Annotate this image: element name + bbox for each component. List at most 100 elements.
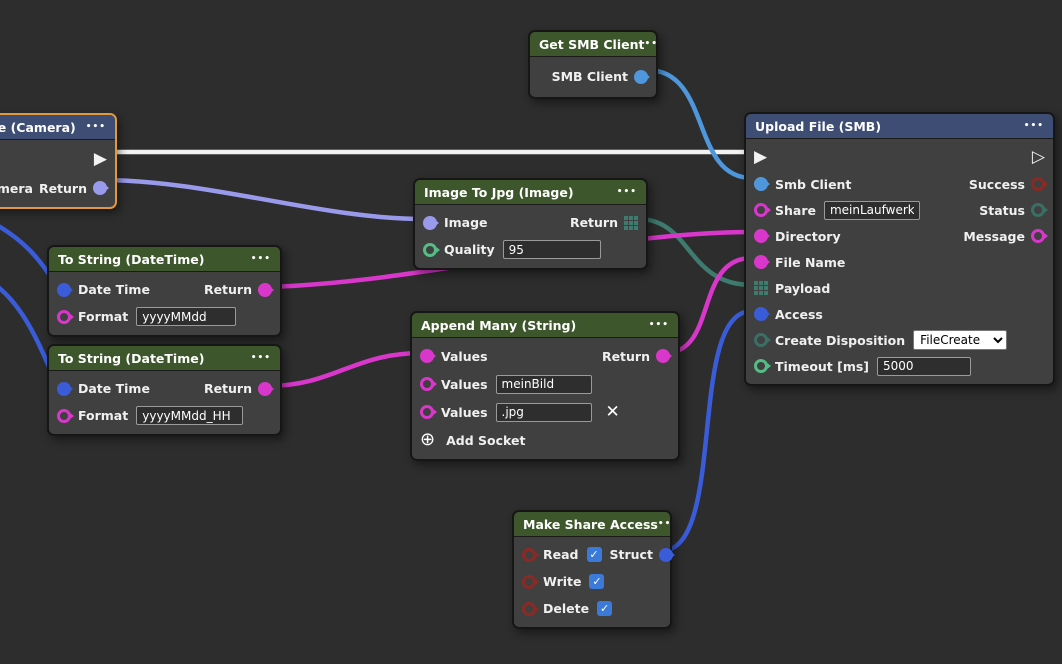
add-socket-button[interactable]: ⊕ Add Socket (412, 426, 678, 454)
node-header[interactable]: To String (DateTime) ••• (49, 247, 280, 272)
quality-input-socket[interactable] (423, 242, 437, 257)
wire-tostring2-to-values[interactable] (264, 350, 426, 389)
node-header[interactable]: Image To Jpg (Image) ••• (415, 180, 646, 205)
remove-socket-icon[interactable]: ✕ (605, 401, 620, 422)
write-checkbox[interactable]: ✓ (589, 574, 605, 589)
node-header[interactable]: Upload File (SMB) ••• (746, 114, 1053, 139)
add-socket-label: Add Socket (446, 432, 526, 448)
format-input-socket[interactable] (57, 408, 71, 423)
node-header[interactable]: To String (DateTime) ••• (49, 346, 280, 371)
node-title: Get SMB Client (539, 36, 645, 52)
share-input-socket[interactable] (754, 203, 768, 217)
output-label: Struct (609, 547, 653, 562)
input-label: Delete (543, 601, 590, 616)
input-label: Directory (775, 228, 841, 244)
node-header[interactable]: Make Share Access ••• (514, 512, 670, 537)
row-read-struct: Read ✓ Struct (514, 541, 673, 568)
quality-input[interactable] (502, 240, 601, 259)
payload-struct-input-socket[interactable] (754, 281, 768, 295)
timeout-input[interactable] (877, 356, 972, 376)
write-input-socket[interactable] (522, 574, 536, 589)
node-menu-icon[interactable]: ••• (616, 187, 637, 197)
node-header[interactable]: Get SMB Client ••• (530, 32, 656, 57)
access-input-socket[interactable] (754, 307, 768, 321)
read-checkbox[interactable]: ✓ (586, 547, 602, 562)
wire-camera-to-image[interactable] (98, 177, 427, 222)
values-input-socket[interactable] (420, 377, 434, 391)
node-menu-icon[interactable]: ••• (657, 519, 670, 529)
format-input-socket[interactable] (57, 309, 71, 324)
values-input-socket[interactable] (420, 405, 434, 419)
wire-append-to-filename[interactable] (662, 255, 755, 356)
row-datetime-return: Date Time Return (49, 276, 280, 303)
node-menu-icon[interactable]: ••• (85, 122, 106, 132)
input-label: Timeout [ms] (775, 358, 870, 374)
status-output-socket[interactable] (1031, 203, 1045, 217)
message-output-socket[interactable] (1031, 229, 1045, 243)
datetime-input-socket[interactable] (57, 381, 71, 396)
output-label: SMB Client (551, 69, 628, 84)
return-struct-output-socket[interactable] (624, 215, 638, 230)
node-image-camera[interactable]: Image (Camera) ••• ▶ Camera Return (0, 113, 117, 209)
image-input-socket[interactable] (423, 215, 437, 230)
input-label: Payload (775, 280, 831, 296)
exec-out-icon[interactable]: ▷ (1031, 146, 1045, 167)
wire-struct-to-access[interactable] (658, 308, 755, 554)
row-payload: Payload (746, 275, 1053, 301)
output-label: Return (38, 180, 87, 196)
delete-input-socket[interactable] (522, 601, 536, 616)
output-label: Return (569, 215, 618, 230)
share-input[interactable] (823, 200, 920, 220)
row-timeout: Timeout [ms] (746, 353, 1053, 379)
smb-client-output-socket[interactable] (634, 69, 648, 84)
format-input[interactable] (136, 307, 237, 326)
output-label: Return (203, 282, 252, 297)
wire-jpg-to-payload[interactable] (635, 216, 755, 288)
input-label: Values (441, 376, 488, 392)
node-menu-icon[interactable]: ••• (644, 39, 656, 49)
node-to-string-2[interactable]: To String (DateTime) ••• Date Time Retur… (47, 344, 282, 436)
directory-input-socket[interactable] (754, 229, 768, 243)
node-append-many[interactable]: Append Many (String) ••• Values Return V… (410, 311, 680, 461)
read-input-socket[interactable] (522, 547, 536, 562)
return-output-socket[interactable] (258, 282, 272, 297)
node-menu-icon[interactable]: ••• (250, 254, 271, 264)
values-input[interactable] (495, 374, 592, 394)
struct-output-socket[interactable] (658, 547, 673, 562)
values-input[interactable] (495, 402, 592, 422)
return-output-socket[interactable] (93, 181, 107, 195)
node-upload-file[interactable]: Upload File (SMB) ••• ▶ ▷ Smb Client Suc… (744, 112, 1055, 386)
input-label: Camera (0, 180, 33, 196)
file-name-input-socket[interactable] (754, 255, 768, 269)
exec-in-icon[interactable]: ▶ (754, 146, 768, 167)
node-header[interactable]: Append Many (String) ••• (412, 313, 678, 338)
delete-checkbox[interactable]: ✓ (597, 601, 613, 616)
return-output-socket[interactable] (258, 381, 272, 396)
node-get-smb-client[interactable]: Get SMB Client ••• SMB Client (528, 30, 658, 99)
row-access: Access (746, 301, 1053, 327)
node-menu-icon[interactable]: ••• (250, 353, 271, 363)
format-input[interactable] (136, 406, 244, 425)
create-disposition-select[interactable]: FileCreate (913, 330, 1008, 350)
timeout-input-socket[interactable] (754, 359, 768, 373)
return-output-socket[interactable] (656, 349, 670, 363)
output-label: Return (601, 348, 650, 364)
node-menu-icon[interactable]: ••• (648, 320, 669, 330)
node-image-to-jpg[interactable]: Image To Jpg (Image) ••• Image Return Qu… (413, 178, 648, 270)
node-header[interactable]: Image (Camera) ••• (0, 115, 115, 140)
row-format: Format (49, 303, 280, 330)
node-to-string-1[interactable]: To String (DateTime) ••• Date Time Retur… (47, 245, 282, 337)
exec-out-icon[interactable]: ▶ (93, 148, 107, 169)
values-input-socket[interactable] (420, 349, 434, 363)
node-title: To String (DateTime) (58, 350, 205, 366)
datetime-input-socket[interactable] (57, 282, 71, 297)
create-disposition-input-socket[interactable] (754, 333, 768, 347)
node-make-share-access[interactable]: Make Share Access ••• Read ✓ Struct Writ… (512, 510, 673, 629)
output-label: Message (963, 228, 1025, 244)
smb-client-input-socket[interactable] (754, 177, 768, 191)
node-menu-icon[interactable]: ••• (1023, 121, 1044, 131)
wire-smbclient-to-upload[interactable] (644, 67, 755, 181)
row-values-3: Values ✕ (412, 398, 678, 426)
success-output-socket[interactable] (1031, 177, 1045, 191)
